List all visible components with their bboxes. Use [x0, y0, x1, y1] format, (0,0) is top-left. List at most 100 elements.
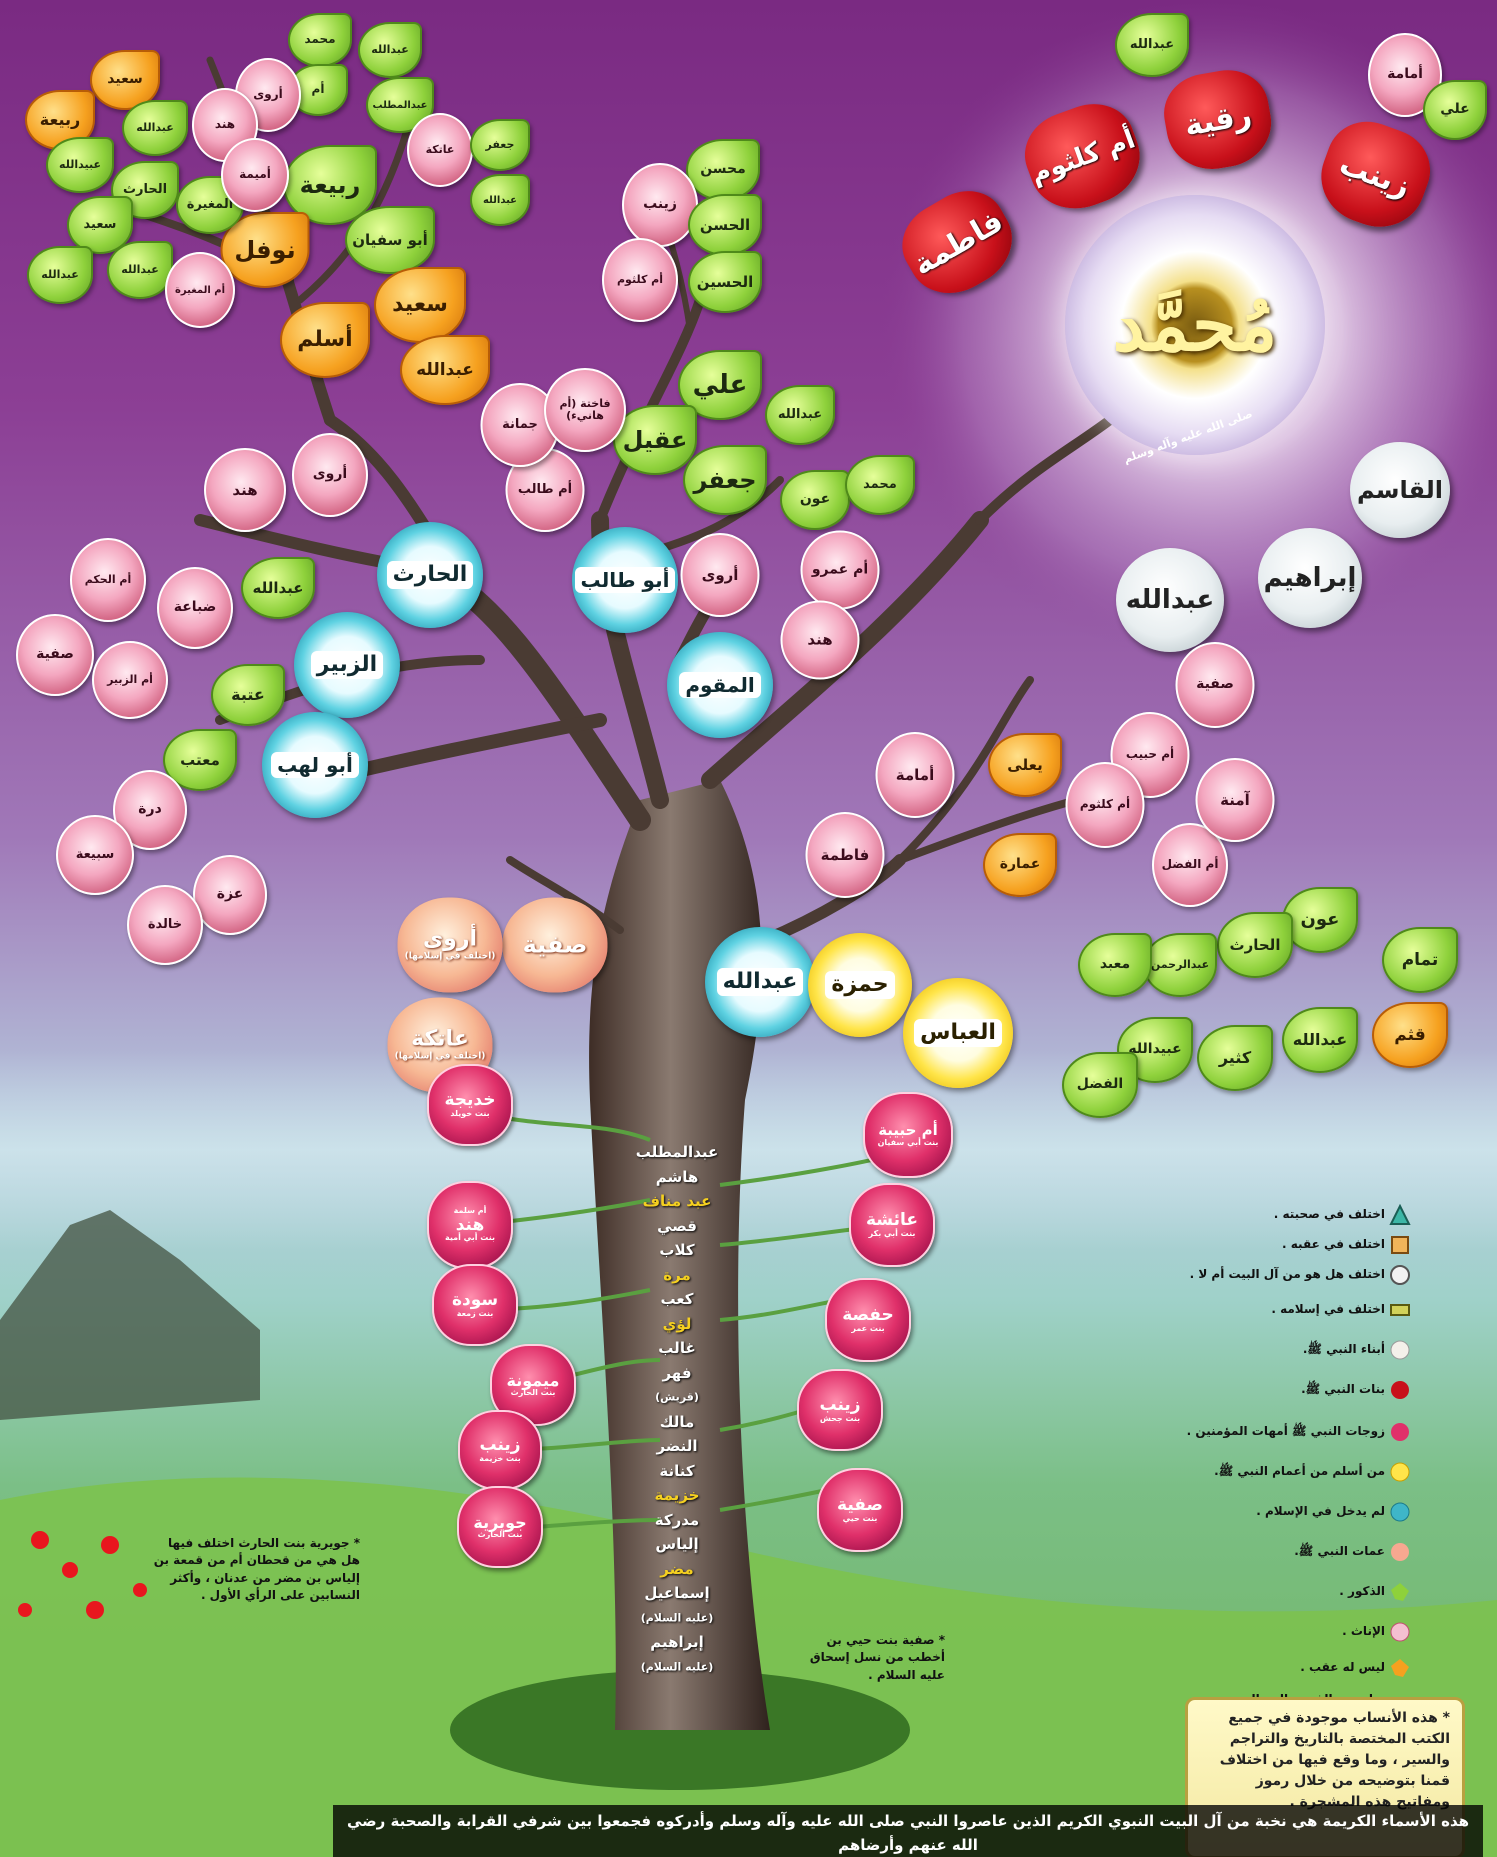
lineage-ancestor: خزيمة — [655, 1486, 700, 1504]
jafar-child-awn: عون — [780, 470, 850, 530]
muqawwam-child-umm-amr: أم عمرو — [801, 531, 880, 610]
zubair-child-umm-zubair: أم الزبير — [92, 641, 168, 719]
abbas-child-mabad: معبد — [1078, 933, 1152, 997]
wife-safiya: صفية بنت حيي — [817, 1468, 903, 1552]
grandchild-abdullah: عبدالله — [1115, 13, 1189, 77]
ali-child-husayn: الحسين — [688, 251, 762, 313]
son-qasim: القاسم — [1350, 442, 1450, 538]
legend-label: الإناث . — [1125, 1624, 1385, 1638]
ali-child-zaynab: زينب — [622, 163, 698, 247]
lineage-ancestor: (عليه السلام) — [641, 1611, 714, 1624]
wife-zaynab-k-sub: بنت خزيمة — [479, 1455, 520, 1464]
non-muslim-flower-icon — [1389, 1501, 1411, 1523]
lineage-ancestor: إبراهيم — [650, 1633, 704, 1651]
wife-umm-habiba: أم حبيبة بنت أبي سفيان — [863, 1092, 953, 1178]
jafar-child-muhammad: محمد — [845, 455, 915, 515]
aunt-arwa-note: (اختلف في إسلامها) — [405, 952, 496, 962]
center-flower: مُحمَّد — [1065, 195, 1325, 455]
legend-label: اختلف في إسلامه . — [1125, 1302, 1385, 1316]
daughters-flower-icon — [1389, 1379, 1411, 1401]
abbas-child-abdulrahman: عبدالرحمن — [1143, 933, 1217, 997]
lineage-ancestor: كعب — [660, 1290, 693, 1308]
uncle-abu-lahab-label: أبو لهب — [271, 752, 359, 778]
uncle-hamza-label: حمزة — [825, 971, 894, 999]
wife-juwayriya: جويرية بنت الحارث — [457, 1486, 543, 1568]
harith-grand-umm-mughira: أم المغيرة — [165, 252, 235, 328]
aunts-flower-icon — [1389, 1541, 1411, 1563]
lineage-ancestor: كلاب — [659, 1241, 694, 1259]
legend-label: الذكور . — [1125, 1584, 1385, 1598]
abbas-child-awn: عون — [1282, 887, 1358, 953]
wife-safiya-name: صفية — [837, 1496, 883, 1515]
hamza-child-umara: عمارة — [983, 833, 1057, 897]
aunt-atika-note: (اختلف في إسلامها) — [395, 1052, 486, 1062]
harith-grand-abdullah-5: عبدالله — [470, 174, 530, 226]
lineage-ancestor: مضر — [660, 1560, 693, 1578]
wife-aisha-name: عائشة — [866, 1211, 918, 1230]
center-name: مُحمَّد — [1113, 285, 1277, 364]
wife-juwayriya-name: جويرية — [473, 1514, 526, 1532]
harith-child-arwa: أروى — [292, 433, 368, 517]
uncle-abu-lahab: أبو لهب — [262, 712, 368, 818]
lineage-ancestor: مرة — [663, 1266, 690, 1284]
zubair-child-safiya: صفية — [16, 614, 94, 696]
lineage-ancestor: (قريش) — [655, 1391, 699, 1404]
male-leaf-icon — [1389, 1581, 1411, 1603]
wife-sawda-sub: بنت زمعة — [457, 1310, 493, 1319]
wife-hind-sub: بنت أبي أمية — [445, 1234, 495, 1243]
wife-umm-habiba-name: أم حبيبة — [878, 1122, 938, 1139]
wife-khadija-sub: بنت خويلد — [450, 1110, 489, 1119]
uncle-abu-talib: أبو طالب — [572, 527, 678, 633]
sons-flower-icon — [1389, 1339, 1411, 1361]
wife-zaynab-k-name: زينب — [479, 1436, 520, 1455]
legend-label: اختلف هل هو من آل البيت أم لا . — [1125, 1267, 1385, 1281]
lineage-ancestor: هاشم — [656, 1168, 699, 1186]
hamza-child-umama: أمامة — [876, 732, 955, 818]
harith-child-abdullah: عبدالله — [400, 335, 490, 405]
disputed-lineage-icon — [1389, 1234, 1411, 1256]
abbas-child-qutham: قثم — [1372, 1002, 1448, 1068]
ali-child-hasan: الحسن — [688, 194, 762, 256]
harith-grand-ubaydullah: عبيدالله — [46, 137, 114, 193]
wife-aisha-sub: بنت أبي بكر — [869, 1230, 916, 1239]
hamza-child-yala: يعلى — [988, 733, 1062, 797]
lineage-ancestor: غالب — [658, 1339, 695, 1357]
harith-child-aslam: أسلم — [280, 302, 370, 378]
aunt-safiya: صفية — [503, 898, 608, 993]
wife-khadija: خديجة بنت خويلد — [427, 1064, 513, 1146]
uncle-abdullah-label: عبدالله — [717, 968, 804, 996]
wife-maymuna-name: ميمونة — [507, 1372, 560, 1390]
uncle-abdullah: عبدالله — [705, 927, 815, 1037]
legend-label: زوجات النبي ﷺ أمهات المؤمنين . — [1125, 1424, 1385, 1441]
aunt-arwa: أروى (اختلف في إسلامها) — [398, 898, 503, 993]
legend-label: عمات النبي ﷺ. — [1125, 1544, 1385, 1561]
zubair-child-dubaa: ضباعة — [157, 567, 233, 649]
lineage-ancestor: كنانة — [659, 1462, 694, 1480]
abbas-child-kathir: كثير — [1197, 1025, 1273, 1091]
abu-lahab-child-khalida: خالدة — [127, 885, 203, 965]
wife-juwayriya-sub: بنت الحارث — [478, 1531, 523, 1540]
uncle-zubair: الزبير — [294, 612, 400, 718]
uncle-zubair-label: الزبير — [311, 651, 383, 679]
legend-label: من أسلم من أعمام النبي ﷺ. — [1125, 1464, 1385, 1481]
wife-hafsa-sub: بنت عمر — [851, 1325, 884, 1334]
legend-label: اختلف في صحبته . — [1125, 1207, 1385, 1221]
abbas-child-harith: الحارث — [1217, 912, 1293, 978]
uncle-harith-label: الحارث — [387, 561, 474, 589]
female-rose-icon — [1389, 1621, 1411, 1643]
lineage-ancestor: إسماعيل — [644, 1584, 709, 1602]
wife-safiya-sub: بنت حيي — [843, 1515, 878, 1524]
disputed-islam-icon — [1389, 1299, 1411, 1321]
wife-hafsa-name: حفصة — [842, 1306, 894, 1325]
uncle-muqawwam: المقوم — [667, 632, 773, 738]
muqawwam-child-arwa: أروى — [681, 533, 760, 617]
harith-child-abu-sufyan: أبو سفيان — [345, 206, 435, 274]
zubair-child-abdullah: عبدالله — [241, 557, 315, 619]
wife-zaynab-khuzayma: زينب بنت خزيمة — [458, 1410, 542, 1490]
muqawwam-child-hind: هند — [781, 601, 860, 680]
no-descendants-leaf-icon — [1389, 1657, 1411, 1679]
wife-zaynab-jahsh: زينب بنت جحش — [797, 1369, 883, 1451]
disputed-companion-icon — [1389, 1204, 1411, 1226]
lineage-ancestor: إلياس — [655, 1535, 698, 1553]
